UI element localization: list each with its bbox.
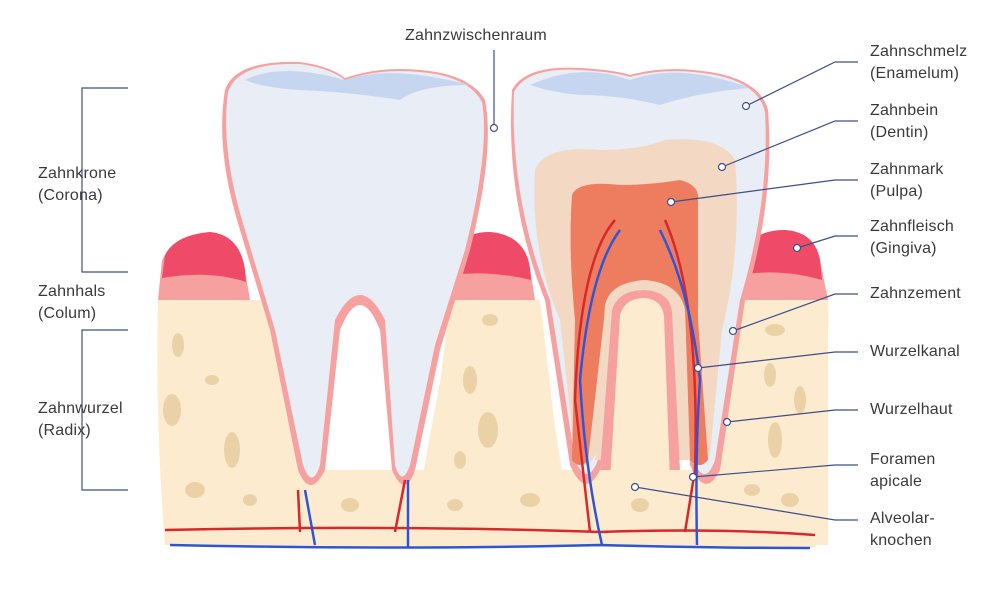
label-text: (Dentin) (870, 124, 929, 141)
label-text: (Colum) (38, 305, 97, 322)
label-text: Foramen (870, 451, 936, 468)
leader-lines (489, 50, 858, 521)
label-periodontium: Wurzelhaut (870, 399, 953, 421)
label-root-canal: Wurzelkanal (870, 341, 960, 363)
label-text: (Gingiva) (870, 240, 937, 257)
label-text: Zahnfleisch (870, 218, 955, 235)
blood-vessels (164, 219, 816, 550)
label-text: Wurzelhaut (870, 401, 953, 418)
label-cementum: Zahnzement (870, 283, 961, 305)
label-pulp: Zahnmark (Pulpa) (870, 159, 944, 203)
left-tooth (222, 61, 488, 485)
label-text: Zahnwurzel (38, 400, 123, 417)
label-text: Wurzelkanal (870, 343, 960, 360)
label-text: Zahnzwischenraum (405, 27, 547, 44)
left-brackets (81, 87, 128, 491)
label-text: (Radix) (38, 422, 91, 439)
label-text: knochen (870, 532, 932, 549)
label-foramen: Foramen apicale (870, 449, 935, 493)
label-root: Zahnwurzel (Radix) (38, 398, 123, 442)
label-text: Zahnkrone (38, 165, 117, 182)
crown-bracket (81, 87, 128, 273)
label-text: Zahnbein (870, 102, 939, 119)
label-bone: Alveolar-knochen (870, 508, 935, 552)
label-dentin: Zahnbein (Dentin) (870, 100, 938, 144)
label-text: Zahnhals (38, 283, 106, 300)
label-enamel: Zahnschmelz (Enamelum) (870, 41, 967, 85)
label-interdental: Zahnzwischenraum (405, 25, 547, 47)
root-bracket (81, 329, 128, 491)
label-crown: Zahnkrone (Corona) (38, 163, 116, 207)
label-text: Zahnmark (870, 161, 944, 178)
bone-spots (163, 314, 806, 512)
gingiva (158, 230, 828, 300)
label-text: Alveolar- (870, 510, 935, 527)
label-neck: Zahnhals (Colum) (38, 281, 105, 325)
label-text: (Enamelum) (870, 65, 960, 82)
label-text: Zahnschmelz (870, 43, 968, 60)
label-text: apicale (870, 473, 923, 490)
label-text: (Pulpa) (870, 183, 923, 200)
label-gingiva: Zahnfleisch (Gingiva) (870, 216, 954, 260)
label-text: (Corona) (38, 187, 103, 204)
label-text: Zahnzement (870, 285, 961, 302)
